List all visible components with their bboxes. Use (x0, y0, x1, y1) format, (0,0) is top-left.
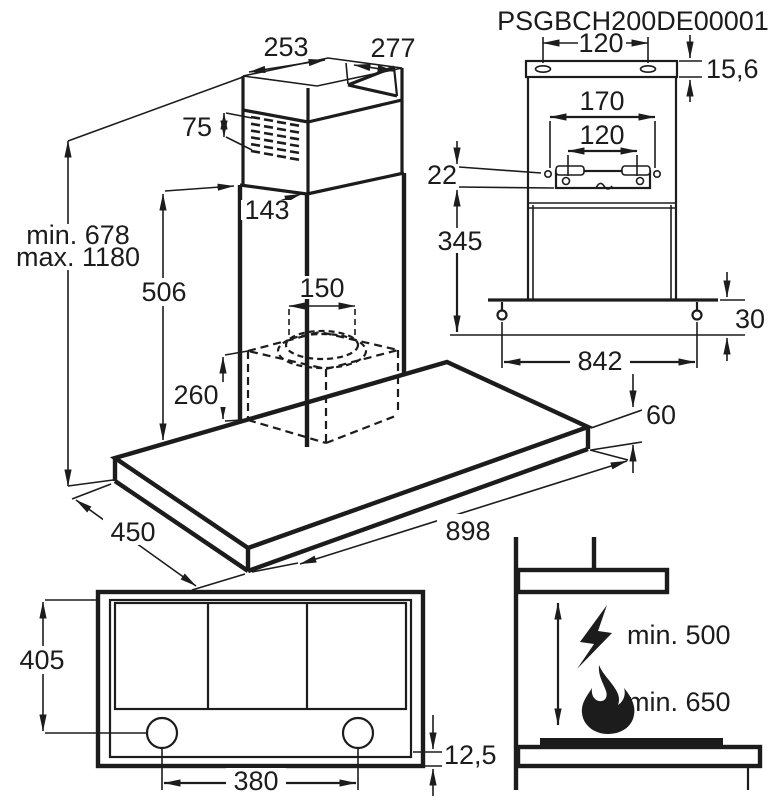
svg-text:405: 405 (19, 645, 64, 675)
chimney-upper-section (241, 57, 404, 194)
svg-text:380: 380 (233, 766, 278, 796)
main-isometric-view: 253 277 75 143 min. 678 max. 1180 (16, 32, 676, 591)
svg-text:506: 506 (141, 277, 186, 307)
svg-text:345: 345 (437, 226, 482, 256)
underside-view: 405 380 12,5 (16, 589, 497, 796)
dim-lower-fixing-offset: 30 (720, 272, 765, 361)
motor-housing-hidden (246, 309, 400, 445)
counter (515, 744, 763, 769)
vent-slots (250, 115, 300, 161)
svg-text:150: 150 (299, 273, 344, 303)
svg-text:170: 170 (579, 86, 624, 116)
dim-vent-slot-height: 75 (182, 112, 253, 151)
dim-lamp-spacing: 380 (161, 749, 359, 796)
rear-chimney-body (526, 77, 678, 300)
dim-chimney-top-width: 277 (353, 33, 416, 73)
hood-slab (515, 567, 670, 595)
lamp-right (341, 716, 375, 750)
dim-mounting-height: min. 678 max. 1180 (16, 76, 244, 487)
wall-bracket (554, 165, 652, 190)
gas-clearance-label: min. 650 (627, 687, 731, 717)
dim-bracket-hole-spacing-inner: 120 (567, 120, 638, 176)
svg-text:260: 260 (173, 380, 218, 410)
svg-text:120: 120 (578, 28, 623, 58)
svg-text:277: 277 (370, 33, 415, 63)
svg-text:15,6: 15,6 (706, 54, 759, 84)
dim-lower-chimney-offset: 143 (241, 193, 302, 225)
grease-filters (113, 601, 408, 711)
svg-text:253: 253 (263, 32, 308, 62)
svg-text:30: 30 (735, 304, 765, 334)
svg-text:max. 1180: max. 1180 (16, 242, 140, 272)
svg-text:450: 450 (110, 517, 155, 547)
svg-text:60: 60 (646, 400, 676, 430)
dim-bracket-drop: 22 (427, 141, 555, 210)
dim-motor-box-height: 260 (164, 350, 249, 422)
dim-canopy-thickness: 60 (590, 374, 676, 473)
dim-body-height: 345 (434, 210, 486, 333)
svg-text:22: 22 (427, 160, 457, 190)
flame-icon (581, 665, 635, 734)
chimney-lower-section (237, 171, 407, 447)
svg-text:898: 898 (445, 516, 490, 546)
dim-canopy-depth: 450 (71, 483, 246, 591)
dim-control-panel-offset: 12,5 (413, 715, 497, 796)
svg-text:842: 842 (577, 346, 622, 376)
dim-top-bracket-hole-spacing: 120 (542, 28, 649, 63)
lightning-icon (577, 605, 612, 669)
rear-view: 120 15,6 (427, 28, 765, 376)
clearance-view: min. 500 min. 650 (513, 537, 763, 790)
dim-duct-diameter: 150 (288, 273, 356, 310)
dim-canopy-width: 898 (251, 449, 629, 573)
svg-text:120: 120 (579, 120, 624, 150)
dim-chimney-top-depth: 253 (248, 32, 326, 73)
dim-top-bracket-height: 15,6 (679, 35, 759, 102)
svg-text:75: 75 (182, 112, 212, 142)
dim-lower-fixing-spacing: 842 (501, 322, 698, 376)
electric-clearance-label: min. 500 (627, 620, 731, 650)
top-bracket (524, 59, 679, 79)
svg-text:12,5: 12,5 (444, 740, 497, 770)
svg-text:min. 678: min. 678 (26, 220, 130, 250)
lamp-left (145, 716, 179, 750)
svg-text:143: 143 (244, 195, 289, 225)
cooktop (540, 738, 723, 747)
dim-underside-depth: 405 (16, 599, 146, 734)
rear-canopy-plate (450, 298, 745, 336)
model-number: PSGBCH200DE00001 (497, 6, 769, 36)
dim-chimney-section-height: 506 (138, 183, 235, 441)
dim-bracket-hole-spacing-outer: 170 (549, 86, 656, 168)
